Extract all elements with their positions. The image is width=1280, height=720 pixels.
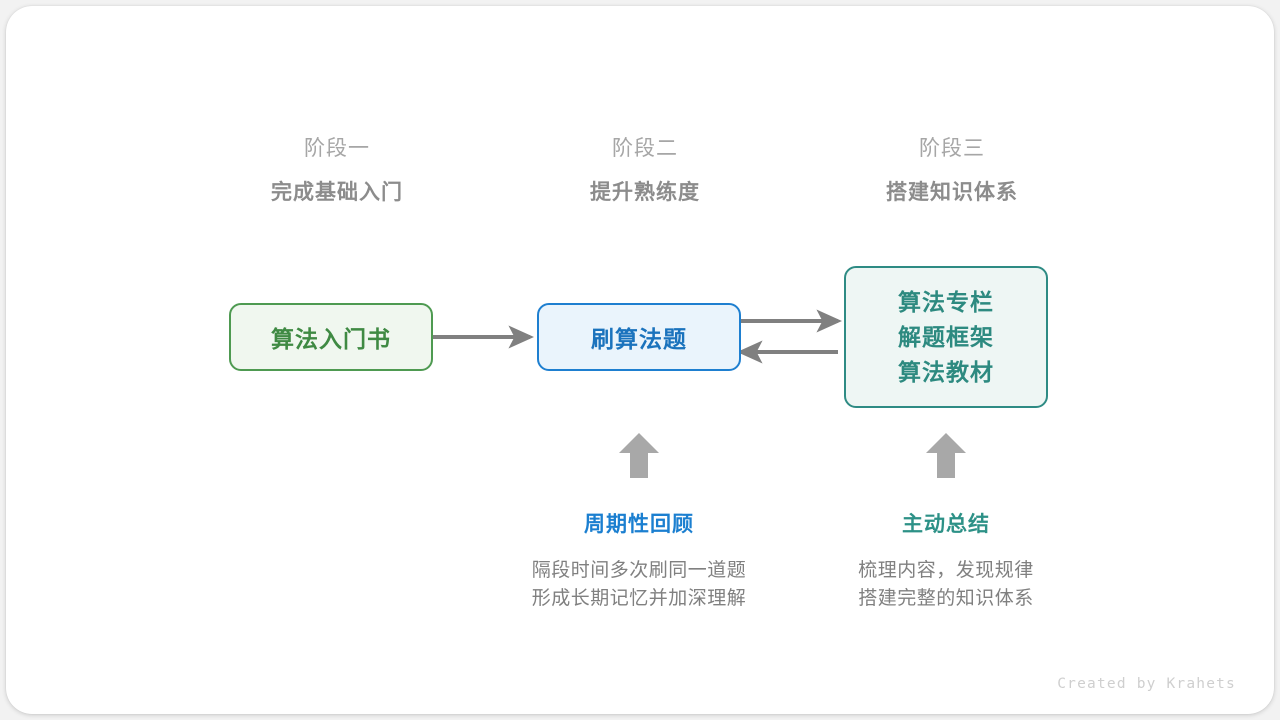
node-intro-book-label: 算法入门书 bbox=[271, 326, 391, 352]
stage-label-1: 阶段一 bbox=[304, 137, 370, 160]
node-practice[interactable]: 刷算法题 bbox=[537, 303, 741, 371]
annotation-summary-desc: 梳理内容，发现规律 搭建完整的知识体系 bbox=[796, 557, 1096, 613]
stage-header-2: 阶段二 提升熟练度 bbox=[515, 138, 775, 203]
stage-header-1: 阶段一 完成基础入门 bbox=[207, 138, 467, 203]
stage-title-3: 搭建知识体系 bbox=[886, 181, 1018, 204]
stage-title-2: 提升熟练度 bbox=[590, 181, 700, 204]
annotation-summary: 主动总结 梳理内容，发现规律 搭建完整的知识体系 bbox=[796, 514, 1096, 613]
annotation-summary-title: 主动总结 bbox=[902, 513, 990, 536]
node-resources-line-2: 解题框架 bbox=[898, 323, 994, 350]
annotation-review-desc: 隔段时间多次刷同一道题 形成长期记忆并加深理解 bbox=[489, 557, 789, 613]
annotation-summary-desc-line-1: 梳理内容，发现规律 bbox=[858, 560, 1034, 581]
node-resources[interactable]: 算法专栏 解题框架 算法教材 bbox=[844, 266, 1048, 408]
node-resources-line-3: 算法教材 bbox=[898, 358, 994, 385]
edge-review-up-arrow bbox=[619, 433, 659, 478]
node-intro-book[interactable]: 算法入门书 bbox=[229, 303, 433, 371]
stage-label-2: 阶段二 bbox=[612, 137, 678, 160]
stage-title-1: 完成基础入门 bbox=[271, 181, 403, 204]
node-resources-line-1: 算法专栏 bbox=[898, 288, 994, 315]
annotation-review-title: 周期性回顾 bbox=[584, 513, 694, 536]
stage-header-3: 阶段三 搭建知识体系 bbox=[822, 138, 1082, 203]
annotation-review-desc-line-2: 形成长期记忆并加深理解 bbox=[531, 588, 747, 609]
annotation-review-desc-line-1: 隔段时间多次刷同一道题 bbox=[531, 560, 747, 581]
diagram-card: 阶段一 完成基础入门 阶段二 提升熟练度 阶段三 搭建知识体系 算法入门书 刷算… bbox=[6, 6, 1274, 714]
annotation-review: 周期性回顾 隔段时间多次刷同一道题 形成长期记忆并加深理解 bbox=[489, 514, 789, 613]
watermark-credit: Created by Krahets bbox=[1057, 676, 1236, 692]
edge-summary-up-arrow bbox=[926, 433, 966, 478]
node-practice-label: 刷算法题 bbox=[591, 326, 687, 352]
annotation-summary-desc-line-2: 搭建完整的知识体系 bbox=[858, 588, 1034, 609]
stage-label-3: 阶段三 bbox=[919, 137, 985, 160]
